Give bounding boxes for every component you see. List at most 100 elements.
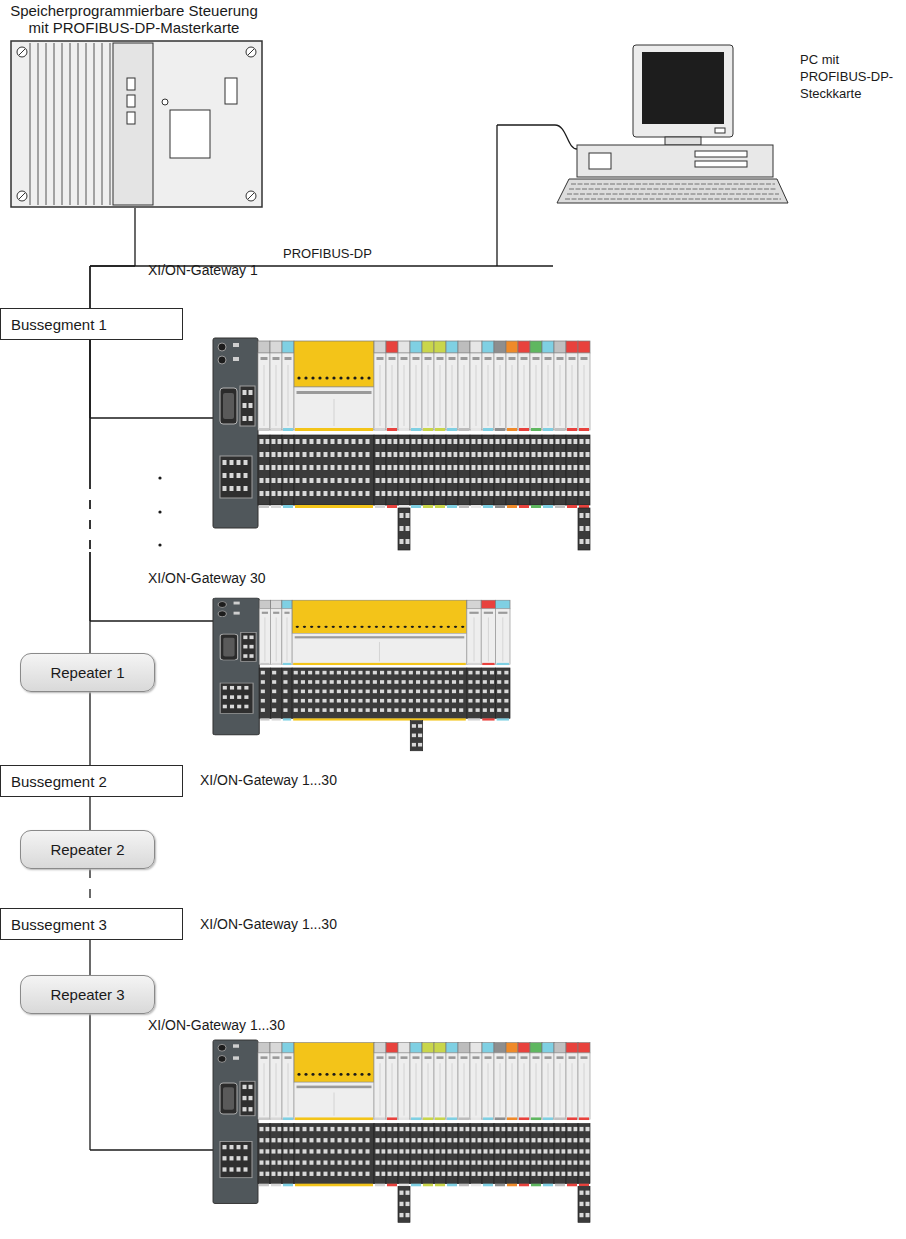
module-body bbox=[554, 353, 566, 430]
terminal-point bbox=[514, 465, 518, 470]
module-marker bbox=[483, 1117, 493, 1120]
module-marker bbox=[507, 1184, 517, 1187]
terminal-point bbox=[580, 539, 584, 544]
terminal-point bbox=[406, 1172, 410, 1176]
terminal-point bbox=[502, 491, 506, 496]
plc-slot bbox=[38, 43, 39, 205]
module-marker bbox=[293, 718, 466, 720]
terminal-point bbox=[337, 671, 341, 675]
module-body bbox=[294, 1082, 374, 1119]
terminal-point bbox=[586, 1172, 590, 1176]
terminal-point bbox=[324, 452, 328, 457]
terminal-point bbox=[382, 478, 386, 483]
terminal-point bbox=[484, 1138, 488, 1142]
bus-connector bbox=[90, 940, 91, 975]
module-marker bbox=[468, 663, 480, 665]
bus-line bbox=[89, 1014, 90, 1150]
terminal-point bbox=[303, 439, 307, 444]
module-body bbox=[422, 1053, 434, 1119]
terminal-point bbox=[490, 699, 494, 703]
terminal-point bbox=[352, 452, 356, 457]
terminal-point bbox=[412, 734, 416, 738]
plc-slot bbox=[110, 43, 111, 205]
module-color-band bbox=[374, 341, 386, 353]
terminal-point bbox=[442, 491, 446, 496]
terminal-block bbox=[554, 1123, 566, 1183]
terminal-point bbox=[520, 465, 524, 470]
terminal-point bbox=[418, 439, 422, 444]
terminal-point bbox=[550, 478, 554, 483]
terminal-point bbox=[526, 478, 530, 483]
terminal-point bbox=[556, 439, 560, 444]
terminal-block bbox=[470, 435, 482, 505]
terminal-point bbox=[454, 1160, 458, 1164]
terminal-point bbox=[352, 478, 356, 483]
terminal-point bbox=[296, 439, 300, 444]
terminal-point bbox=[532, 1160, 536, 1164]
module-led bbox=[389, 357, 396, 360]
terminal-point bbox=[366, 1172, 370, 1176]
terminal-point bbox=[223, 1156, 227, 1160]
terminal-point bbox=[301, 690, 305, 694]
terminal-point bbox=[322, 708, 326, 712]
terminal-point bbox=[556, 491, 560, 496]
terminal-point bbox=[526, 1172, 530, 1176]
terminal-point bbox=[249, 645, 253, 649]
terminal-point bbox=[586, 1127, 590, 1131]
module-body bbox=[282, 1053, 294, 1119]
terminal-point bbox=[454, 439, 458, 444]
module-led bbox=[297, 391, 372, 394]
module-body bbox=[292, 633, 467, 664]
terminal-point bbox=[478, 465, 482, 470]
module-led bbox=[360, 376, 363, 379]
terminal-block bbox=[386, 435, 398, 505]
terminal-point bbox=[490, 1160, 494, 1164]
terminal-point bbox=[423, 690, 427, 694]
terminal-point bbox=[448, 491, 452, 496]
module-marker bbox=[483, 505, 493, 508]
terminal-point bbox=[430, 465, 434, 470]
terminal-point bbox=[496, 491, 500, 496]
module-body bbox=[379, 642, 380, 661]
terminal-point bbox=[244, 473, 248, 478]
terminal-point bbox=[358, 699, 362, 703]
bus-connector bbox=[90, 208, 135, 308]
module-body bbox=[386, 353, 398, 430]
terminal-point bbox=[580, 1127, 584, 1131]
terminal-point bbox=[352, 1138, 356, 1142]
repeater-box: Repeater 1 bbox=[20, 653, 155, 692]
terminal-point bbox=[574, 1149, 578, 1153]
module-body bbox=[584, 1063, 585, 1115]
module-led bbox=[569, 357, 576, 360]
terminal-point bbox=[430, 452, 434, 457]
terminal-point bbox=[272, 1127, 276, 1131]
terminal-point bbox=[496, 1149, 500, 1153]
terminal-point bbox=[223, 1145, 227, 1149]
terminal-point bbox=[436, 465, 440, 470]
terminal-point bbox=[406, 1127, 410, 1131]
module-marker bbox=[293, 663, 466, 665]
module-body bbox=[566, 353, 578, 430]
terminal-point bbox=[490, 1127, 494, 1131]
terminal-point bbox=[514, 1149, 518, 1153]
module-color-band bbox=[434, 341, 446, 353]
terminal-point bbox=[483, 699, 487, 703]
terminal-point bbox=[400, 452, 404, 457]
terminal-point bbox=[460, 465, 464, 470]
terminal-point bbox=[278, 1138, 282, 1142]
module-body bbox=[452, 365, 453, 426]
module-body bbox=[282, 353, 294, 430]
terminal-point bbox=[586, 452, 590, 457]
terminal-point bbox=[406, 513, 410, 518]
terminal-point bbox=[478, 1172, 482, 1176]
module-marker bbox=[399, 428, 409, 431]
terminal-point bbox=[472, 1160, 476, 1164]
dsub-connector bbox=[220, 388, 237, 424]
terminal-point bbox=[483, 708, 487, 712]
terminal-point bbox=[532, 439, 536, 444]
module-body bbox=[264, 617, 265, 661]
terminal-point bbox=[376, 1160, 380, 1164]
terminal-point bbox=[310, 465, 314, 470]
module-marker bbox=[507, 505, 517, 508]
terminal-point bbox=[223, 705, 227, 709]
